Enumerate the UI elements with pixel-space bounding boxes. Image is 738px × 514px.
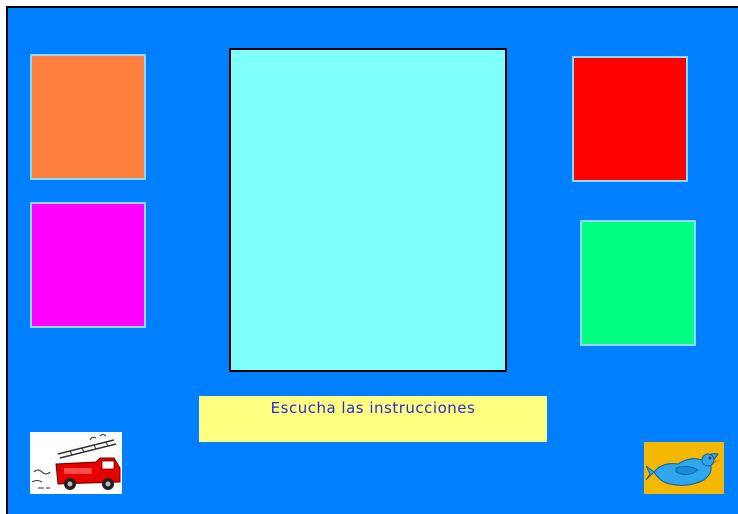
red-tile[interactable] <box>572 56 688 182</box>
orange-tile[interactable] <box>30 54 146 180</box>
fire-truck-button[interactable] <box>30 432 122 494</box>
fire-truck-icon <box>31 434 121 490</box>
green-tile[interactable] <box>580 220 696 346</box>
magenta-tile[interactable] <box>30 202 146 328</box>
game-board: Escucha las instrucciones <box>6 6 738 514</box>
bird-icon <box>645 453 720 486</box>
bird-button[interactable] <box>644 442 724 494</box>
drop-target-area[interactable] <box>229 48 507 372</box>
instructions-text: Escucha las instrucciones <box>270 399 476 417</box>
instructions-box: Escucha las instrucciones <box>199 396 547 442</box>
